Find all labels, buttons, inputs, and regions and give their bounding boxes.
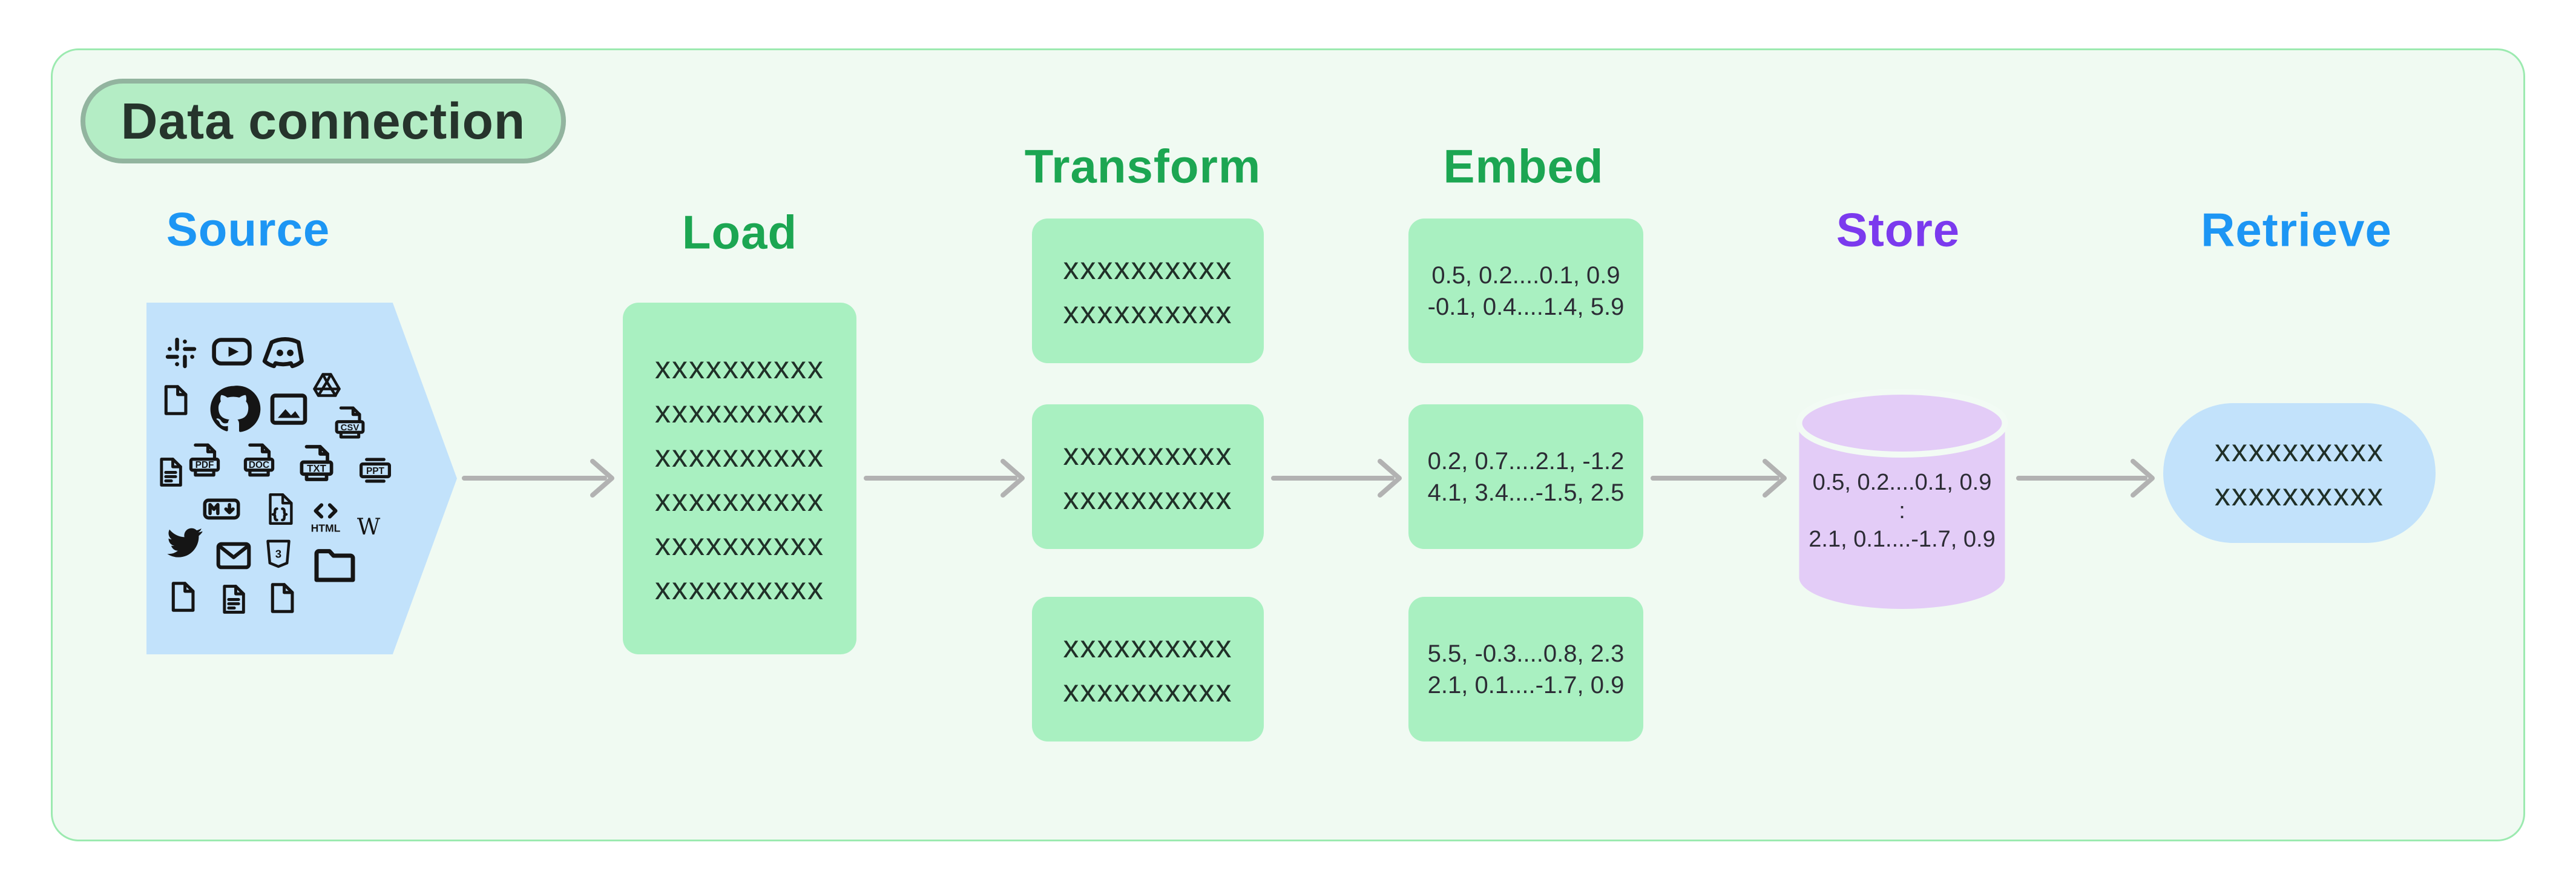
transform-line: xxxxxxxxxx [1063,295,1233,330]
google-drive-icon [310,368,344,402]
discord-icon [262,330,308,376]
source-header: Source [166,202,330,256]
transform-box-2: xxxxxxxxxx xxxxxxxxxx [1032,404,1264,549]
embed-vector-line: 0.2, 0.7....2.1, -1.2 [1427,447,1625,475]
diagram-title-pill: Data connection [80,79,566,163]
retrieve-line: xxxxxxxxxx [2215,433,2384,469]
svg-text:DOC: DOC [249,460,269,470]
source-shape: CSV PDF DOC TXT PPT HTML W 3 [146,303,457,654]
file-icon [264,580,300,616]
slack-icon [162,334,200,372]
youtube-icon [210,330,254,373]
document-text-icon [154,455,188,489]
twitter-icon [162,520,207,565]
store-vector-line: 0.5, 0.2....0.1, 0.9 [1812,470,1992,495]
database-icon [1796,389,2008,609]
doc-file-icon: DOC [239,440,279,480]
svg-text:TXT: TXT [307,462,326,474]
embed-box-3: 5.5, -0.3....0.8, 2.3 2.1, 0.1....-1.7, … [1408,597,1643,741]
html-icon: HTML [306,498,346,538]
retrieve-header: Retrieve [2201,203,2392,257]
svg-text:W: W [357,513,381,540]
load-header: Load [682,205,798,259]
diagram-panel: Data connection Source Load Transform Em… [51,48,2525,841]
file-icon [158,383,193,418]
store-vector-line: 2.1, 0.1....-1.7, 0.9 [1809,527,1996,552]
embed-vector-line: 0.5, 0.2....0.1, 0.9 [1431,261,1620,289]
embed-vector-line: 4.1, 3.4....-1.5, 2.5 [1427,479,1625,506]
load-box: xxxxxxxxxx xxxxxxxxxx xxxxxxxxxx xxxxxxx… [623,303,856,654]
load-line: xxxxxxxxxx [655,438,824,474]
transform-line: xxxxxxxxxx [1063,673,1233,709]
csv-file-icon: CSV [330,403,369,442]
load-line: xxxxxxxxxx [655,482,824,518]
ppt-file-icon: PPT [355,450,395,490]
arrow-transform-to-embed [1271,459,1402,498]
email-icon [214,536,254,576]
retrieve-line: xxxxxxxxxx [2215,477,2384,513]
embed-box-2: 0.2, 0.7....2.1, -1.2 4.1, 3.4....-1.5, … [1408,404,1643,549]
embed-header: Embed [1443,139,1604,193]
retrieve-box: xxxxxxxxxx xxxxxxxxxx [2163,403,2436,543]
transform-box-1: xxxxxxxxxx xxxxxxxxxx [1032,219,1264,363]
wikipedia-icon: W [352,510,386,544]
transform-line: xxxxxxxxxx [1063,251,1233,286]
embed-vector-line: 5.5, -0.3....0.8, 2.3 [1427,640,1625,667]
txt-file-icon: TXT [295,441,338,485]
folder-icon [310,541,359,589]
svg-text:CSV: CSV [341,422,360,433]
svg-text:PDF: PDF [196,460,214,470]
load-line: xxxxxxxxxx [655,527,824,562]
svg-text:HTML: HTML [311,522,341,534]
store-database-cylinder: 0.5, 0.2....0.1, 0.9 : 2.1, 0.1....-1.7,… [1795,389,2009,616]
github-icon [205,381,262,438]
arrow-load-to-transform [864,459,1025,498]
arrow-source-to-load [462,459,614,498]
load-line: xxxxxxxxxx [655,350,824,386]
diagram-title: Data connection [120,92,526,150]
markdown-icon [200,488,243,530]
file-icon [165,579,200,614]
transform-line: xxxxxxxxxx [1063,629,1233,665]
image-icon [267,387,310,431]
embed-box-1: 0.5, 0.2....0.1, 0.9 -0.1, 0.4....1.4, 5… [1408,219,1643,363]
json-file-icon [261,490,298,528]
svg-text:PPT: PPT [366,466,385,476]
arrow-store-to-retrieve [2016,459,2155,498]
document-text-icon [217,582,251,616]
store-header: Store [1836,203,1960,257]
pdf-file-icon: PDF [185,440,225,480]
store-ellipsis: : [1899,498,1905,524]
transform-header: Transform [1024,139,1261,193]
load-line: xxxxxxxxxx [655,571,824,607]
svg-text:3: 3 [275,548,281,561]
css3-icon: 3 [261,537,295,571]
embed-vector-line: 2.1, 0.1....-1.7, 0.9 [1427,671,1625,699]
transform-line: xxxxxxxxxx [1063,436,1233,472]
load-line: xxxxxxxxxx [655,394,824,430]
transform-box-3: xxxxxxxxxx xxxxxxxxxx [1032,597,1264,741]
transform-line: xxxxxxxxxx [1063,481,1233,516]
embed-vector-line: -0.1, 0.4....1.4, 5.9 [1427,293,1625,320]
arrow-embed-to-store [1651,459,1787,498]
